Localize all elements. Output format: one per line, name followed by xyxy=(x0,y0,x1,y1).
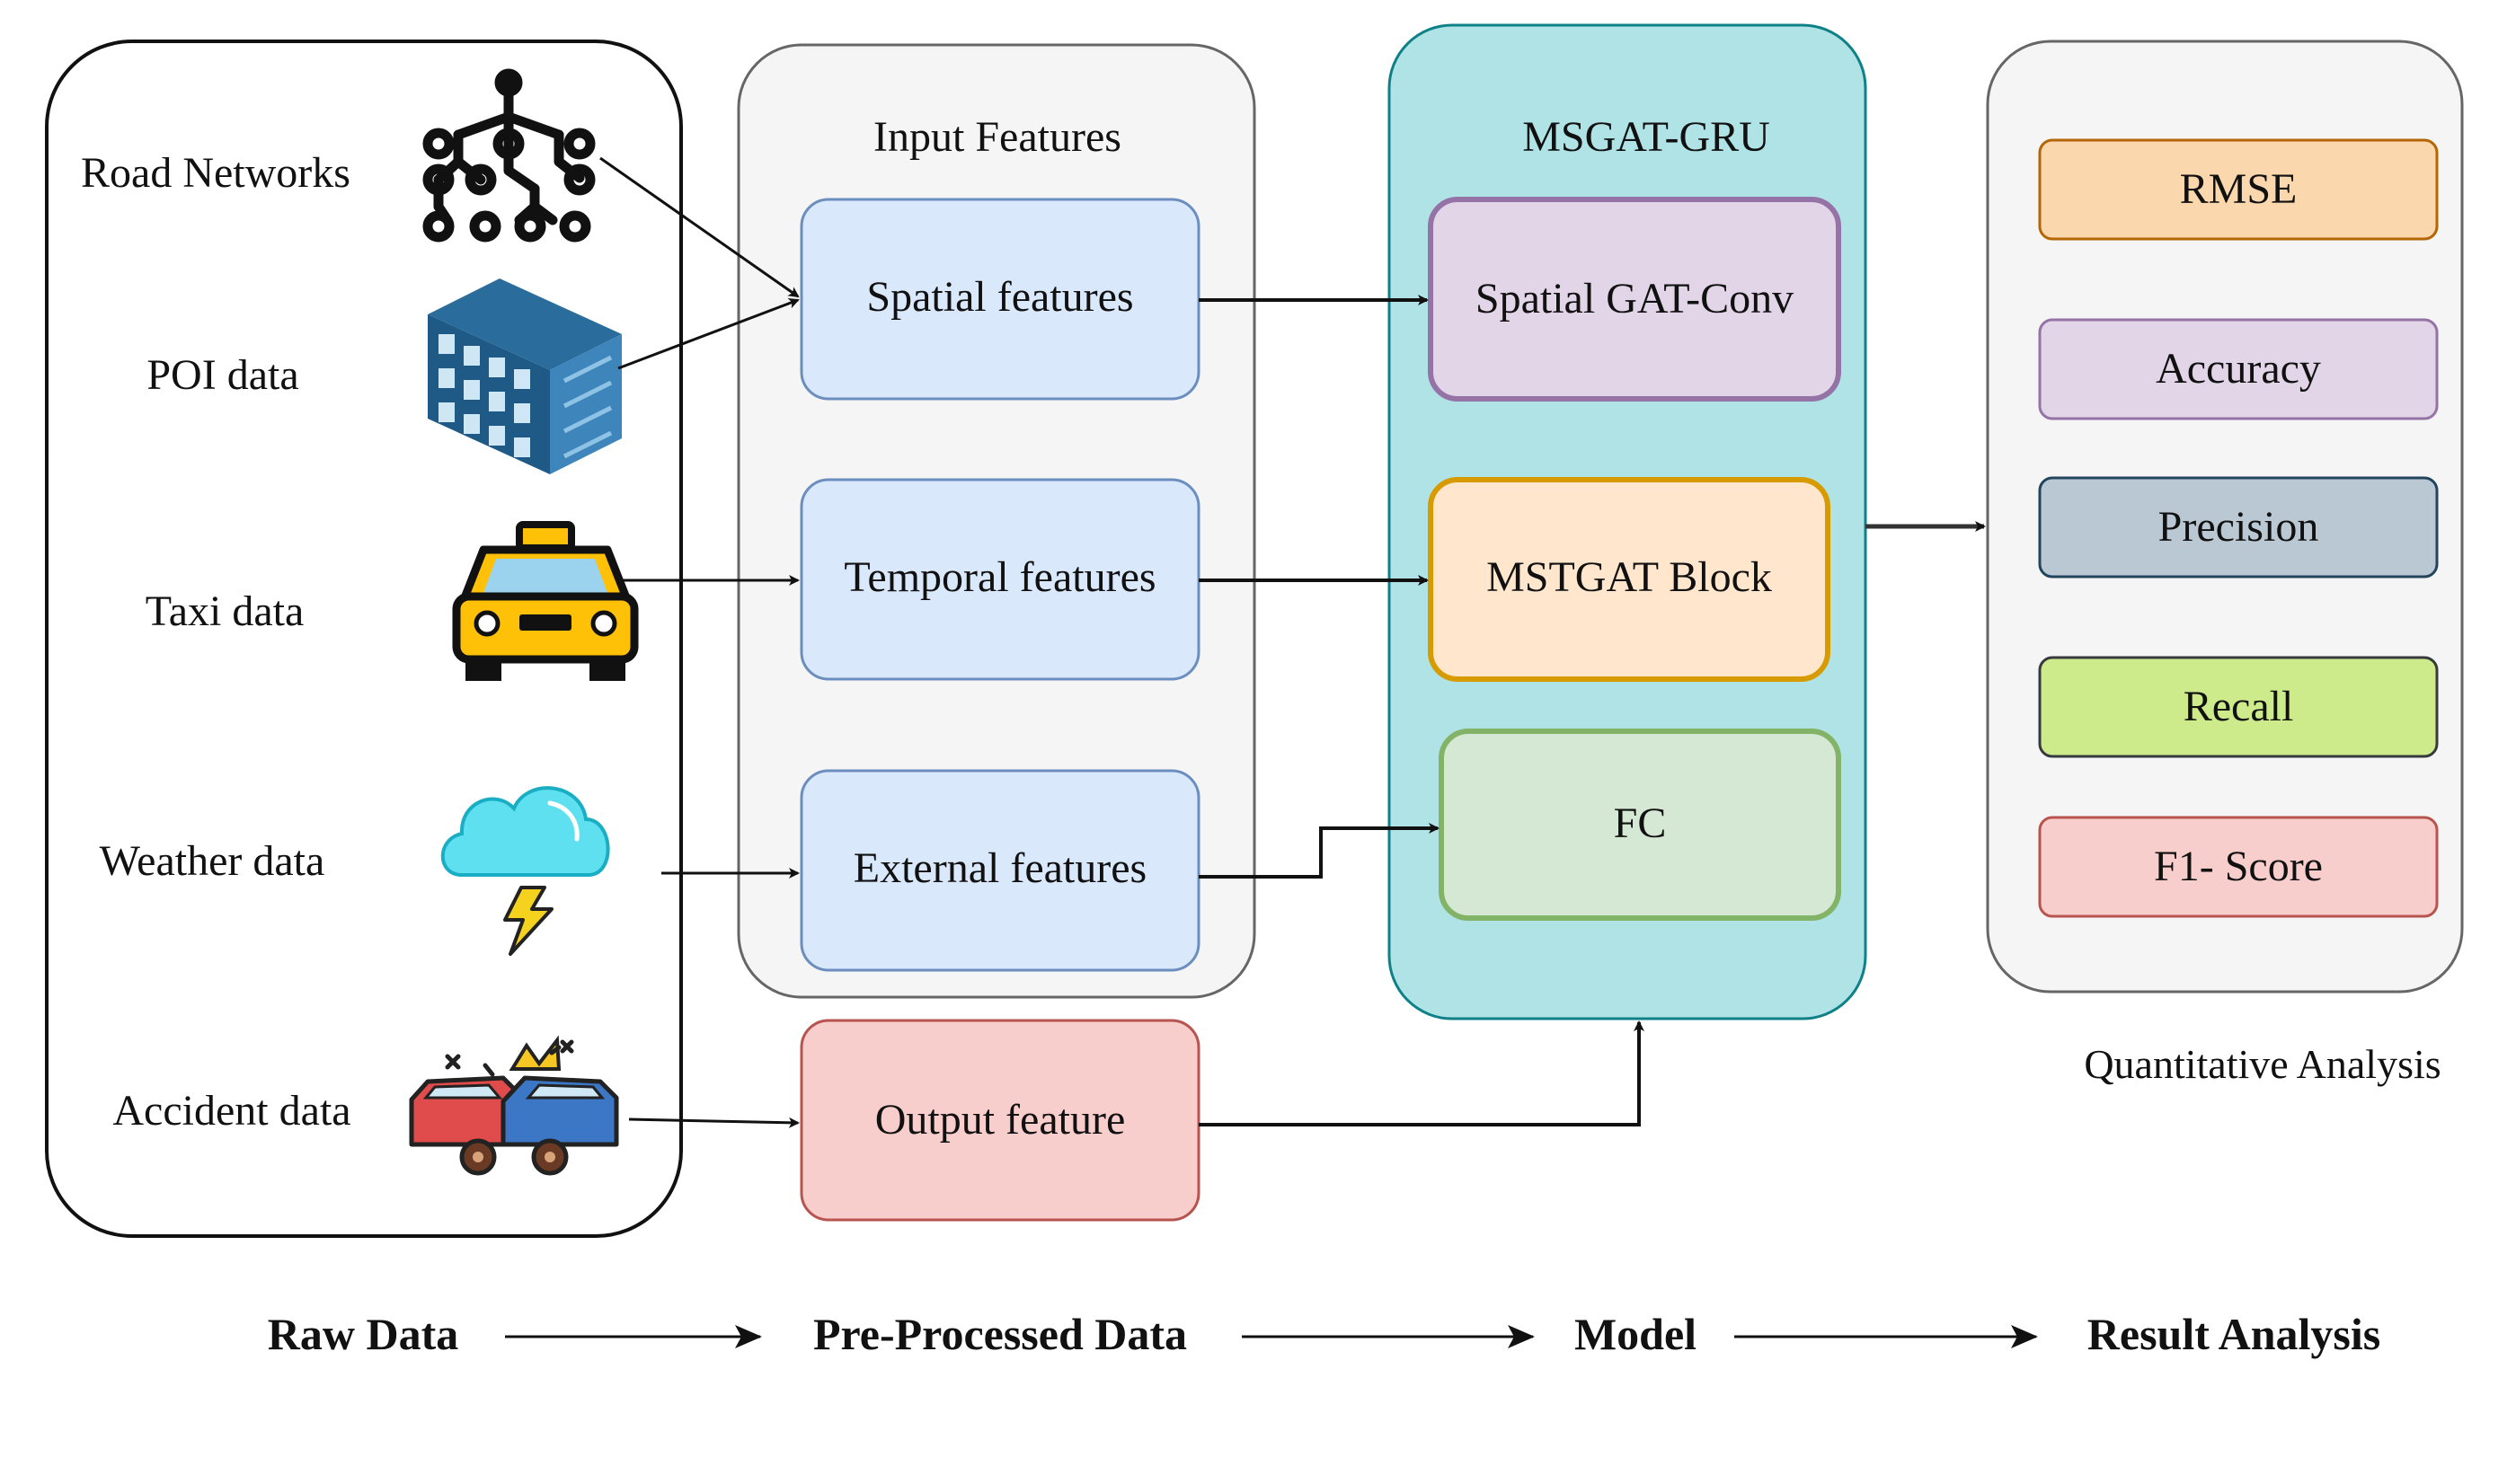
f1-score-box xyxy=(2038,816,2439,918)
raw-label-road-networks: Road Networks xyxy=(81,149,350,197)
precision-label: Precision xyxy=(2158,503,2319,551)
connectors xyxy=(599,156,1986,1128)
pipeline-raw-data: Raw Data xyxy=(268,1309,458,1359)
arrow-output-to-model xyxy=(1199,1020,1644,1126)
recall-box xyxy=(2038,656,2439,758)
pipeline-result-analysis: Result Analysis xyxy=(2087,1309,2380,1359)
storm-cloud-icon xyxy=(440,786,610,956)
building-icon xyxy=(428,278,622,474)
network-tree-icon xyxy=(422,68,596,243)
f1-score-label: F1- Score xyxy=(2154,843,2323,890)
arrow-poi-to-spatial xyxy=(617,297,800,370)
quantitative-analysis-caption: Quantitative Analysis xyxy=(2084,1041,2441,1087)
fc-label: FC xyxy=(1614,799,1667,847)
mstgat-block-box xyxy=(1428,477,1830,682)
precision-box xyxy=(2038,476,2439,579)
rmse-label: RMSE xyxy=(2180,165,2298,213)
pipeline-model: Model xyxy=(1574,1309,1697,1359)
temporal-features-label: Temporal features xyxy=(844,553,1156,601)
recall-label: Recall xyxy=(2184,683,2294,730)
mstgat-block-label: MSTGAT Block xyxy=(1486,553,1772,601)
arrow-accident-to-output xyxy=(628,1117,800,1128)
external-features-box xyxy=(800,769,1200,972)
raw-label-accident: Accident data xyxy=(112,1087,350,1135)
car-crash-icon xyxy=(409,1035,619,1176)
pipeline-preprocessed-data: Pre-Processed Data xyxy=(813,1309,1187,1359)
spatial-features-label: Spatial features xyxy=(866,273,1133,321)
raw-label-taxi: Taxi data xyxy=(146,587,305,635)
input-features-title: Input Features xyxy=(873,113,1121,161)
taxi-icon xyxy=(452,521,639,681)
fc-box xyxy=(1439,729,1841,921)
output-feature-label: Output feature xyxy=(875,1096,1126,1144)
spatial-gat-conv-box xyxy=(1428,197,1841,402)
raw-label-poi: POI data xyxy=(146,351,298,399)
accuracy-box xyxy=(2038,318,2439,420)
spatial-gat-conv-label: Spatial GAT-Conv xyxy=(1475,275,1794,322)
model-title: MSGAT-GRU xyxy=(1522,113,1770,161)
rmse-box xyxy=(2038,138,2439,241)
output-feature-box xyxy=(800,1019,1200,1222)
accuracy-label: Accuracy xyxy=(2156,345,2321,393)
arrow-external-to-fc xyxy=(1199,823,1440,879)
arrow-road-to-spatial xyxy=(599,156,800,298)
external-features-label: External features xyxy=(854,844,1147,892)
raw-label-weather: Weather data xyxy=(100,837,325,885)
